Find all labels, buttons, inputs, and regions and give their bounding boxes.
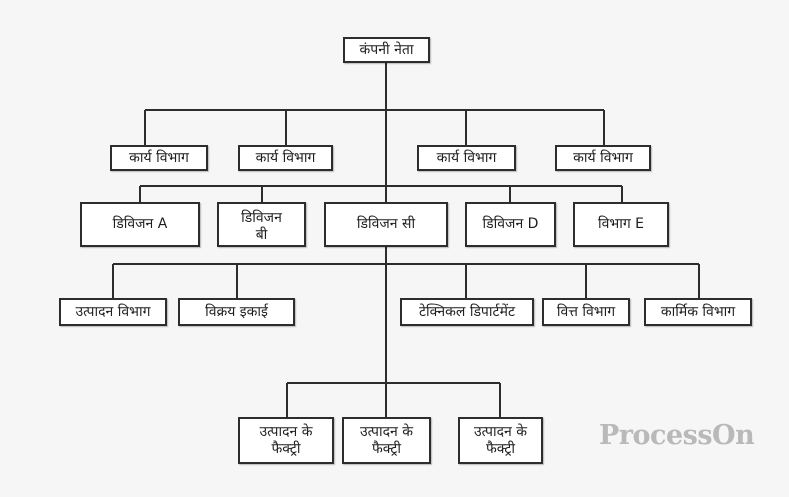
node-unit-sales: विक्रय इकाई	[178, 298, 295, 326]
node-factory-3: उत्पादन के फैक्ट्री	[458, 417, 543, 464]
node-unit-technical: टेक्निकल डिपार्टमेंट	[400, 298, 534, 326]
node-unit-personnel: कार्मिक विभाग	[644, 298, 752, 326]
node-department-4: कार्य विभाग	[555, 145, 651, 171]
node-unit-finance: वित्त विभाग	[542, 298, 630, 326]
node-factory-2: उत्पादन के फैक्ट्री	[342, 417, 431, 464]
node-division-d: डिविजन D	[465, 202, 556, 247]
node-division-e: विभाग E	[573, 202, 669, 247]
node-department-2: कार्य विभाग	[238, 145, 333, 171]
node-division-c: डिविजन सी	[324, 202, 448, 247]
node-factory-1: उत्पादन के फैक्ट्री	[238, 417, 334, 464]
node-division-b: डिविजन बी	[217, 202, 306, 247]
node-unit-production: उत्पादन विभाग	[59, 298, 167, 326]
node-division-a: डिविजन A	[80, 202, 200, 247]
node-department-3: कार्य विभाग	[417, 145, 516, 171]
node-department-1: कार्य विभाग	[110, 145, 208, 171]
watermark-logo: ProcessOn	[599, 420, 755, 451]
node-root: कंपनी नेता	[343, 37, 430, 63]
